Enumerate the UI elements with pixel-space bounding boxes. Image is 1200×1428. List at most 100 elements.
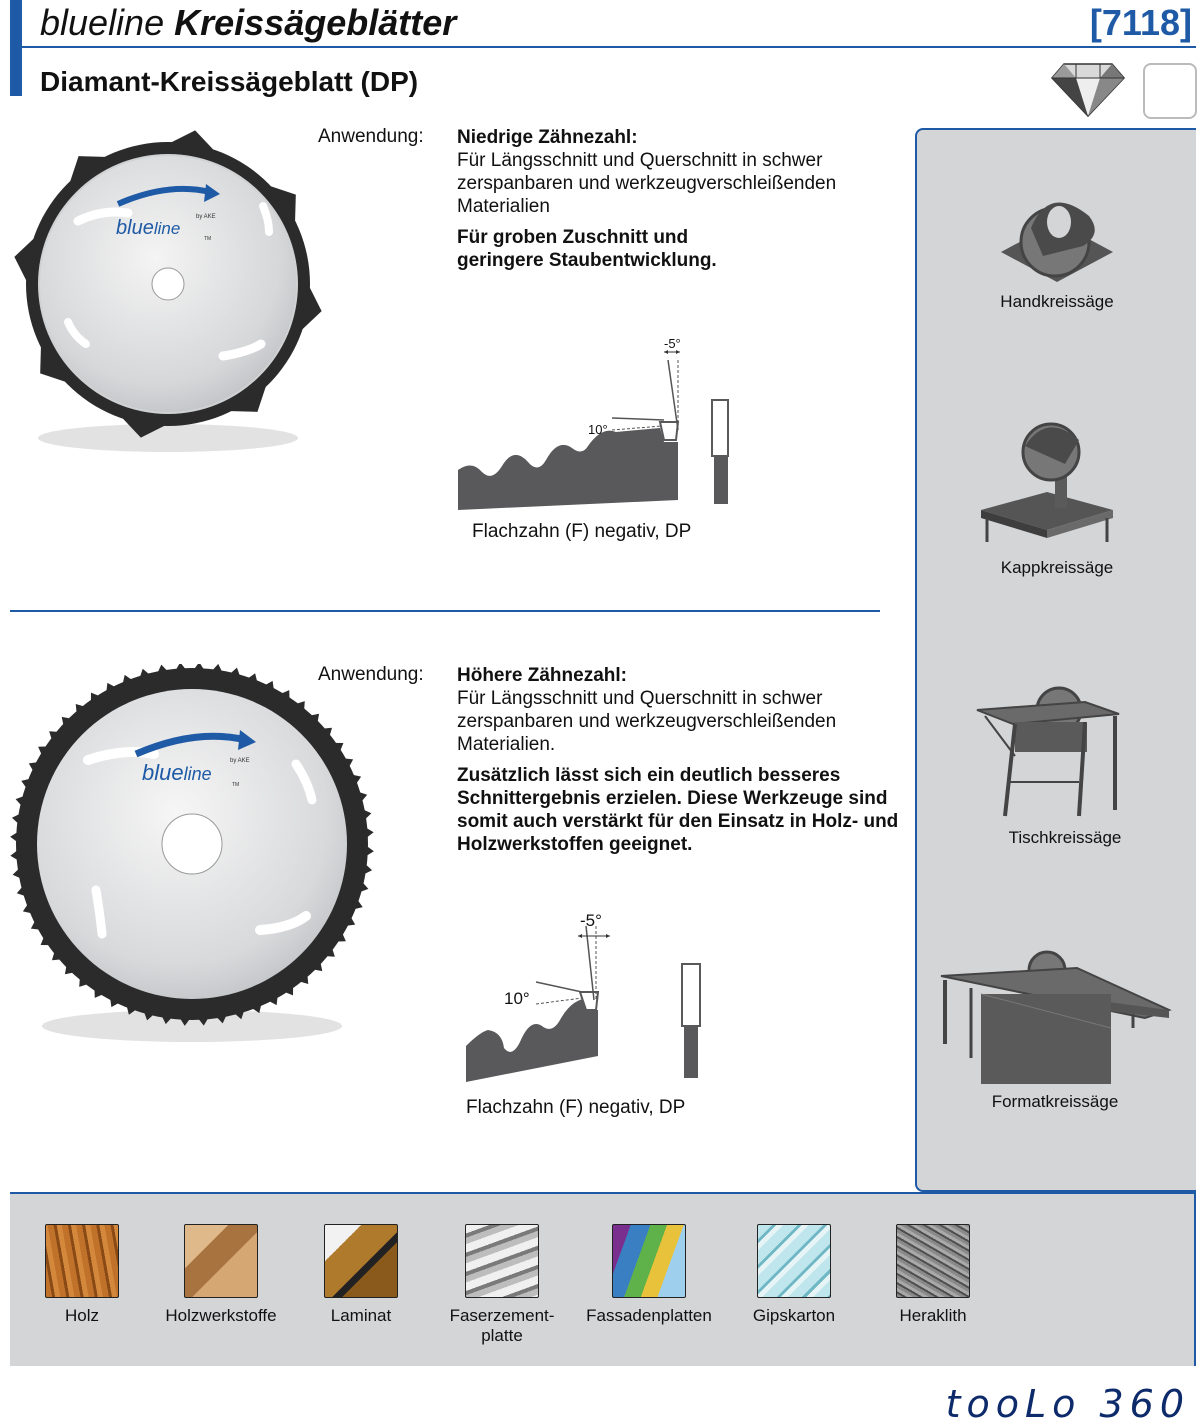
material-faserzement: Faserzement- platte xyxy=(432,1224,572,1346)
blade-tooth xyxy=(192,664,206,673)
material-label: Fassadenplatten xyxy=(586,1306,712,1325)
blade-tooth xyxy=(350,897,363,911)
panel-saw-icon xyxy=(940,950,1172,1084)
machine-label-table: Tischkreissäge xyxy=(1008,828,1122,847)
blade-tooth xyxy=(231,1007,246,1020)
blade-tooth xyxy=(125,1002,139,1015)
blade-tooth xyxy=(331,742,344,755)
blade-tooth xyxy=(11,812,23,827)
application-bold-note-2: Zusätzlich lässt sich ein deutlich besse… xyxy=(457,765,899,855)
product-code: [7118] xyxy=(1089,2,1192,43)
blade-by-text: by AKE xyxy=(196,214,216,220)
blade-tooth xyxy=(227,382,267,412)
blade-tooth xyxy=(16,883,29,898)
miter-saw-icon xyxy=(981,422,1113,542)
application-description-2: Höhere Zähnezahl: Für Längsschnitt und Q… xyxy=(457,664,899,856)
machine-sidebar: Handkreissäge Kappkreissäge Tischkreissä… xyxy=(915,128,1196,1192)
blade-tooth xyxy=(214,1012,228,1024)
blade-tooth xyxy=(40,343,70,383)
blade-tooth xyxy=(174,664,188,673)
laminate-icon xyxy=(324,1224,398,1298)
application-heading: Niedrige Zähnezahl: xyxy=(457,127,638,148)
angle-neg-label-2: -5° xyxy=(580,911,602,930)
section-divider xyxy=(10,610,880,612)
materials-panel: Holz Holzwerkstoffe Laminat Faserzement-… xyxy=(10,1192,1196,1366)
blade-tooth xyxy=(109,995,123,1008)
product-title: Diamant-Kreissägeblatt (DP) xyxy=(40,66,419,97)
material-label: Laminat xyxy=(330,1306,392,1325)
blade-tooth xyxy=(340,758,354,771)
application-heading-2: Höhere Zähnezahl: xyxy=(457,665,627,686)
blade-brand-text-2: blueline xyxy=(142,760,212,785)
saw-blade-low-teeth-image: blueline by AKE TM xyxy=(14,130,322,452)
material-laminat: Laminat xyxy=(291,1224,431,1326)
blade-tooth xyxy=(75,703,88,717)
material-label: Heraklith xyxy=(899,1306,967,1325)
angle-pos-label: 10° xyxy=(588,422,608,437)
blade-tooth xyxy=(299,284,322,333)
wood-wool-board-icon xyxy=(896,1224,970,1298)
blade-tooth xyxy=(360,808,372,822)
blade-tooth xyxy=(265,992,278,1006)
application-text: Für Längsschnitt und Querschnitt in schw… xyxy=(457,150,837,217)
blade-tooth xyxy=(64,962,77,975)
tooth-geometry-diagram-2: -5° 10° xyxy=(466,911,701,1082)
blade-tooth xyxy=(142,1008,157,1021)
blade-tm-text: TM xyxy=(204,236,211,242)
blade-tooth xyxy=(310,959,323,972)
blade-tooth xyxy=(90,692,103,705)
blade-tooth xyxy=(61,716,74,729)
material-gipskarton: Gipskarton xyxy=(724,1224,864,1326)
blade-tooth xyxy=(69,156,109,186)
blade-tooth xyxy=(28,761,41,775)
blade-tooth xyxy=(138,668,153,681)
blade-tooth xyxy=(168,130,217,153)
application-description: Niedrige Zähnezahl: Für Längsschnitt und… xyxy=(457,126,897,272)
material-fassadenplatten: Fassadenplatten xyxy=(579,1224,719,1326)
blade-by-text-2: by AKE xyxy=(230,758,250,764)
material-label: Holzwerkstoffe xyxy=(165,1306,277,1325)
blade-tooth xyxy=(227,667,242,680)
blade-tm-text-2: TM xyxy=(232,782,239,788)
blade-tooth xyxy=(322,945,335,957)
blade-tooth xyxy=(160,1013,175,1025)
tooth-caption-2: Flachzahn (F) negativ, DP xyxy=(466,1097,686,1118)
series-title: blueline Kreissägeblätter xyxy=(40,2,457,43)
blade-tooth xyxy=(79,974,91,987)
blade-tooth xyxy=(196,1015,210,1026)
machine-label-hand: Handkreissäge xyxy=(1000,292,1114,311)
blade-tooth xyxy=(319,727,333,740)
blade-tooth xyxy=(209,664,224,675)
application-bold-note: Für groben Zuschnitt und geringere Staub… xyxy=(457,227,717,271)
wood-composite-icon xyxy=(184,1224,258,1298)
hand-circular-saw-icon xyxy=(1001,202,1113,282)
blade-tooth xyxy=(356,879,369,894)
angle-neg-label: -5° xyxy=(664,336,681,351)
application-label: Anwendung: xyxy=(318,126,424,147)
table-saw-icon xyxy=(976,686,1120,817)
header-rule xyxy=(10,46,1196,48)
blade-brand-text: blueline xyxy=(116,217,180,239)
saw-blade-high-teeth-image: blueline by AKE TM xyxy=(10,664,374,1042)
application-label-2: Anwendung: xyxy=(318,664,424,685)
angle-pos-label-2: 10° xyxy=(504,989,530,1008)
wood-icon xyxy=(45,1224,119,1298)
blade-tooth xyxy=(10,830,21,844)
material-holz: Holz xyxy=(12,1224,152,1326)
blade-tooth xyxy=(333,930,346,942)
blade-tooth xyxy=(40,933,53,946)
blade-tooth xyxy=(14,235,37,284)
blade-tooth xyxy=(245,673,259,686)
blade-tooth xyxy=(307,713,320,726)
application-text-2: Für Längsschnitt und Querschnitt in schw… xyxy=(457,688,837,755)
blade-tooth xyxy=(21,777,34,791)
material-label: Gipskarton xyxy=(752,1306,836,1325)
blade-tooth xyxy=(363,826,374,840)
fiber-cement-icon xyxy=(465,1224,539,1298)
diamond-icon xyxy=(1050,63,1126,118)
empty-symbol-box xyxy=(1143,63,1197,119)
blade-tooth xyxy=(10,848,21,862)
blade-tooth xyxy=(106,682,119,696)
blade-tooth xyxy=(122,674,135,687)
material-label: Faserzement- platte xyxy=(449,1306,555,1345)
